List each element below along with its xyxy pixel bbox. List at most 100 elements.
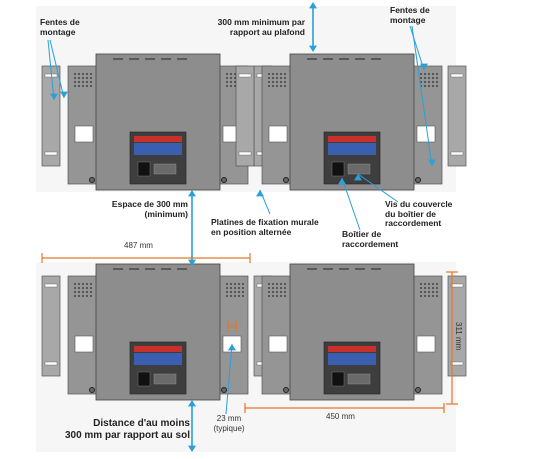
grille-hole	[424, 77, 426, 79]
mounting-slot	[450, 283, 464, 288]
grille-hole	[242, 295, 244, 297]
grille-hole	[272, 287, 274, 289]
leader-arrow-head	[60, 91, 68, 98]
grille-hole	[420, 77, 422, 79]
grille-hole	[420, 283, 422, 285]
dim-gap-23: 23 mm (typique)	[213, 414, 245, 433]
grille-hole	[424, 287, 426, 289]
leader-line	[47, 39, 55, 101]
mounting-bracket	[235, 65, 255, 167]
grille-hole	[226, 81, 228, 83]
grille-hole	[86, 291, 88, 293]
grille-hole	[74, 85, 76, 87]
grille-hole	[90, 291, 92, 293]
grille-hole	[242, 291, 244, 293]
vent-slot	[307, 268, 317, 270]
grille-hole	[272, 295, 274, 297]
vent-slot	[161, 58, 171, 60]
power-switch	[137, 161, 151, 177]
info-label	[328, 143, 376, 155]
heater-unit	[235, 53, 467, 191]
grille-hole	[268, 295, 270, 297]
grille-hole	[226, 291, 228, 293]
leader-line	[411, 25, 433, 167]
vent-slot	[371, 268, 381, 270]
mounting-slot	[44, 361, 58, 366]
leader-arrow-head	[338, 178, 346, 185]
leader-line	[225, 343, 233, 415]
dim-height-311: 311 mm	[454, 322, 463, 351]
grille-hole	[78, 77, 80, 79]
grille-hole	[428, 85, 430, 87]
grille-hole	[272, 85, 274, 87]
grille-hole	[82, 77, 84, 79]
power-switch	[137, 371, 151, 387]
grille-hole	[82, 81, 84, 83]
grille-hole	[226, 85, 228, 87]
grille-hole	[86, 81, 88, 83]
grille-hole	[280, 81, 282, 83]
grille-hole	[436, 73, 438, 75]
arrow-head	[188, 259, 196, 266]
grille-hole	[280, 295, 282, 297]
heater-unit	[41, 263, 273, 401]
grille-hole	[428, 287, 430, 289]
unit-window	[74, 125, 94, 143]
mounting-bracket	[447, 65, 467, 167]
grille-hole	[284, 81, 286, 83]
grille-hole	[424, 85, 426, 87]
mounting-slot	[450, 73, 464, 78]
unit-window	[416, 125, 436, 143]
grille-hole	[428, 295, 430, 297]
mounting-slot	[44, 151, 58, 156]
label-ceiling-clearance: 300 mm minimum par rapport au plafond	[217, 17, 305, 37]
label-wall-plates: Platines de fixation murale en position …	[211, 217, 319, 237]
grille-hole	[234, 283, 236, 285]
grille-hole	[428, 291, 430, 293]
grille-hole	[226, 77, 228, 79]
grille-hole	[284, 73, 286, 75]
grille-hole	[82, 291, 84, 293]
grille-hole	[436, 291, 438, 293]
grille-hole	[226, 287, 228, 289]
leader-arrow-head	[228, 344, 236, 351]
grille-hole	[238, 291, 240, 293]
grille-hole	[86, 85, 88, 87]
grille-hole	[420, 287, 422, 289]
dim-width-450: 450 mm	[326, 412, 355, 421]
label-mounting-slots-right: Fentes de montage	[390, 5, 430, 25]
vent-slot	[323, 268, 333, 270]
grille-hole	[234, 77, 236, 79]
mounting-slot	[450, 361, 464, 366]
grille-hole	[234, 291, 236, 293]
grille-hole	[268, 73, 270, 75]
vent-slot	[177, 58, 187, 60]
leader-arrow-head	[256, 190, 264, 197]
grille-hole	[230, 291, 232, 293]
grille-hole	[424, 295, 426, 297]
vent-slot	[339, 268, 349, 270]
grille-hole	[230, 85, 232, 87]
arrow-head	[309, 45, 317, 52]
grille-hole	[90, 85, 92, 87]
vent-slot	[113, 268, 123, 270]
mounting-slot	[450, 151, 464, 156]
vent-slot	[145, 268, 155, 270]
grille-hole	[284, 291, 286, 293]
grille-hole	[432, 287, 434, 289]
label-spacing: Espace de 300 mm (minimum)	[111, 199, 188, 219]
grille-hole	[78, 283, 80, 285]
grille-hole	[86, 77, 88, 79]
grille-hole	[86, 283, 88, 285]
unit-window	[268, 335, 288, 353]
grille-hole	[420, 291, 422, 293]
grille-hole	[234, 85, 236, 87]
grille-hole	[276, 73, 278, 75]
grille-hole	[436, 77, 438, 79]
grille-hole	[74, 73, 76, 75]
leader-arrow-head	[428, 159, 436, 166]
vent-slot	[129, 268, 139, 270]
grille-hole	[90, 287, 92, 289]
grille-hole	[86, 295, 88, 297]
grille-hole	[276, 77, 278, 79]
